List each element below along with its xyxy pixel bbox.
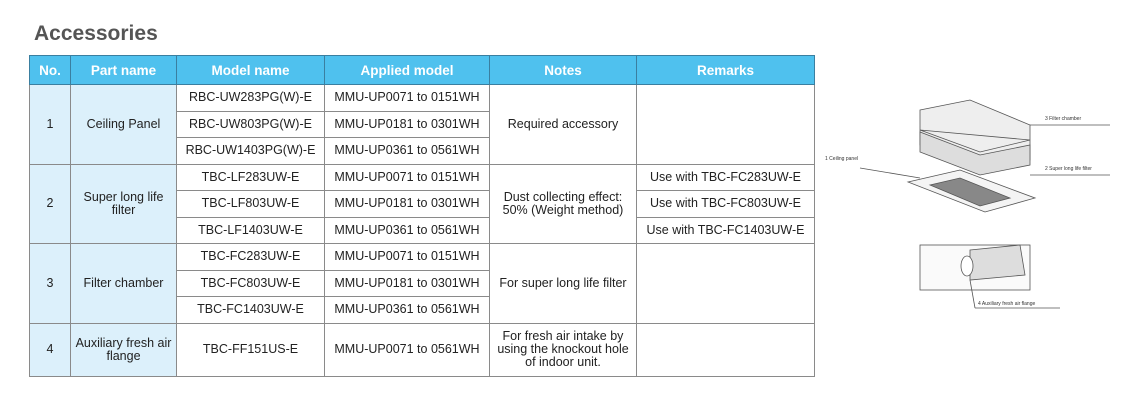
header-no: No. xyxy=(29,55,71,85)
applied-model: MMU-UP0181 to 0301WH xyxy=(324,269,490,297)
model-name: TBC-LF803UW-E xyxy=(176,190,325,218)
accessory-diagram: 1 Ceiling panel 2 Super long life filter… xyxy=(825,99,1110,309)
item-number: 4 xyxy=(29,322,71,377)
applied-model: MMU-UP0071 to 0151WH xyxy=(324,163,490,191)
header-applied-model: Applied model xyxy=(324,55,490,85)
remarks xyxy=(636,322,815,377)
part-name: Auxiliary fresh air flange xyxy=(70,322,177,377)
remarks: Use with TBC-FC803UW-E xyxy=(636,190,815,218)
notes: Required accessory xyxy=(489,84,637,165)
applied-model: MMU-UP0361 to 0561WH xyxy=(324,296,490,324)
applied-model: MMU-UP0181 to 0301WH xyxy=(324,110,490,138)
applied-model: MMU-UP0181 to 0301WH xyxy=(324,190,490,218)
model-name: RBC-UW1403PG(W)-E xyxy=(176,137,325,165)
header-remarks: Remarks xyxy=(636,55,815,85)
item-number: 3 xyxy=(29,243,71,324)
diagram-label-1: 1 Ceiling panel xyxy=(825,156,858,162)
item-number: 2 xyxy=(29,163,71,244)
header-notes: Notes xyxy=(489,55,637,85)
remarks xyxy=(636,243,815,324)
accessories-table: No. Part name Model name Applied model N… xyxy=(29,55,815,377)
part-name: Super long life filter xyxy=(70,163,177,244)
applied-model: MMU-UP0071 to 0151WH xyxy=(324,243,490,271)
model-name: TBC-FC283UW-E xyxy=(176,243,325,271)
applied-model: MMU-UP0361 to 0561WH xyxy=(324,216,490,244)
model-name: RBC-UW803PG(W)-E xyxy=(176,110,325,138)
model-name: TBC-LF1403UW-E xyxy=(176,216,325,244)
model-name: TBC-FC1403UW-E xyxy=(176,296,325,324)
part-name: Ceiling Panel xyxy=(70,84,177,165)
model-name: TBC-FC803UW-E xyxy=(176,269,325,297)
diagram-label-2: 2 Super long life filter xyxy=(1045,166,1092,172)
notes: For super long life filter xyxy=(489,243,637,324)
diagram-label-4: 4 Auxiliary fresh air flange xyxy=(978,301,1035,307)
remarks: Use with TBC-FC283UW-E xyxy=(636,163,815,191)
diagram-label-3: 3 Filter chamber xyxy=(1045,116,1081,122)
section-title: Accessories xyxy=(34,22,158,45)
remarks xyxy=(636,84,815,165)
applied-model: MMU-UP0071 to 0561WH xyxy=(324,322,490,377)
applied-model: MMU-UP0361 to 0561WH xyxy=(324,137,490,165)
header-model-name: Model name xyxy=(176,55,325,85)
model-name: RBC-UW283PG(W)-E xyxy=(176,84,325,112)
model-name: TBC-LF283UW-E xyxy=(176,163,325,191)
applied-model: MMU-UP0071 to 0151WH xyxy=(324,84,490,112)
header-part-name: Part name xyxy=(70,55,177,85)
remarks: Use with TBC-FC1403UW-E xyxy=(636,216,815,244)
notes: Dust collecting effect: 50% (Weight meth… xyxy=(489,163,637,244)
model-name: TBC-FF151US-E xyxy=(176,322,325,377)
item-number: 1 xyxy=(29,84,71,165)
notes: For fresh air intake by using the knocko… xyxy=(489,322,637,377)
part-name: Filter chamber xyxy=(70,243,177,324)
table-header: No. Part name Model name Applied model N… xyxy=(29,55,815,85)
